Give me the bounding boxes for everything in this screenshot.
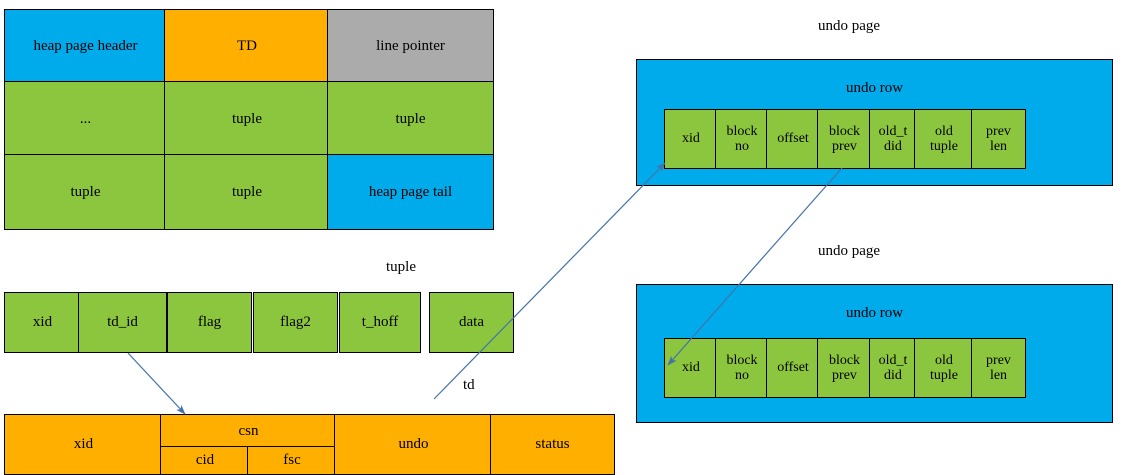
undo-page-1-caption: undo page — [818, 18, 881, 34]
heap-cell-heap-page-tail: heap page tail — [327, 154, 494, 230]
undo-page-1-row-label: undo row — [845, 80, 904, 96]
td-strip: xid csn cid fsc undo status — [4, 414, 615, 475]
td-cell-cid: cid — [160, 446, 250, 475]
heap-cell-td: TD — [164, 9, 330, 84]
heap-cell-line-pointer: line pointer — [327, 9, 494, 84]
heap-page-table: heap page header TD line pointer ... tup… — [4, 9, 494, 230]
undo-1-field-xid: xid — [664, 109, 718, 169]
heap-cell-tuple-r2c1: tuple — [4, 154, 167, 230]
td-caption: td — [463, 377, 475, 393]
undo-2-field-block-no: block no — [715, 338, 769, 398]
undo-2-field-xid: xid — [664, 338, 718, 398]
td-cell-undo: undo — [334, 414, 493, 475]
undo-2-field-prev-len: prev len — [971, 338, 1026, 398]
td-cell-fsc: fsc — [247, 446, 337, 475]
heap-cell-ellipsis: ... — [4, 81, 167, 157]
heap-cell-tuple-r1c3: tuple — [327, 81, 494, 157]
undo-page-2-row-label: undo row — [845, 305, 904, 321]
td-csn-group: csn cid fsc — [160, 414, 337, 475]
undo-2-field-block-prev: block prev — [817, 338, 872, 398]
undo-2-field-offset: offset — [766, 338, 820, 398]
tuple-cell-td-id: td_id — [78, 292, 167, 353]
td-cell-csn: csn — [160, 414, 337, 449]
tuple-cell-t-hoff: t_hoff — [339, 292, 421, 353]
tuple-cell-flag: flag — [167, 292, 252, 353]
undo-1-field-prev-len: prev len — [971, 109, 1026, 169]
undo-page-2: undo row xid block no offset block prev … — [636, 284, 1113, 423]
heap-cell-heap-page-header: heap page header — [4, 9, 167, 84]
undo-page-1-fields: xid block no offset block prev old_t did… — [664, 109, 1026, 169]
tuple-cell-xid: xid — [4, 292, 81, 353]
td-cell-status: status — [490, 414, 615, 475]
heap-cell-tuple-r1c2: tuple — [164, 81, 330, 157]
heap-cell-tuple-r2c2: tuple — [164, 154, 330, 230]
undo-page-2-caption: undo page — [818, 243, 881, 259]
undo-1-field-old-t-did: old_t did — [869, 109, 917, 169]
td-cell-xid: xid — [4, 414, 163, 475]
tuple-cell-flag2: flag2 — [253, 292, 338, 353]
tuple-strip: xid td_id flag flag2 t_hoff data — [4, 292, 514, 353]
undo-1-field-old-tuple: old tuple — [914, 109, 974, 169]
undo-1-field-block-prev: block prev — [817, 109, 872, 169]
undo-2-field-old-t-did: old_t did — [869, 338, 917, 398]
undo-1-field-block-no: block no — [715, 109, 769, 169]
undo-page-1: undo row xid block no offset block prev … — [636, 59, 1113, 186]
undo-page-2-fields: xid block no offset block prev old_t did… — [664, 338, 1026, 398]
undo-2-field-old-tuple: old tuple — [914, 338, 974, 398]
connector-tuple-td-id-to-td-csn — [127, 352, 186, 415]
undo-1-field-offset: offset — [766, 109, 820, 169]
tuple-cell-data: data — [429, 292, 514, 353]
tuple-caption: tuple — [386, 259, 416, 275]
